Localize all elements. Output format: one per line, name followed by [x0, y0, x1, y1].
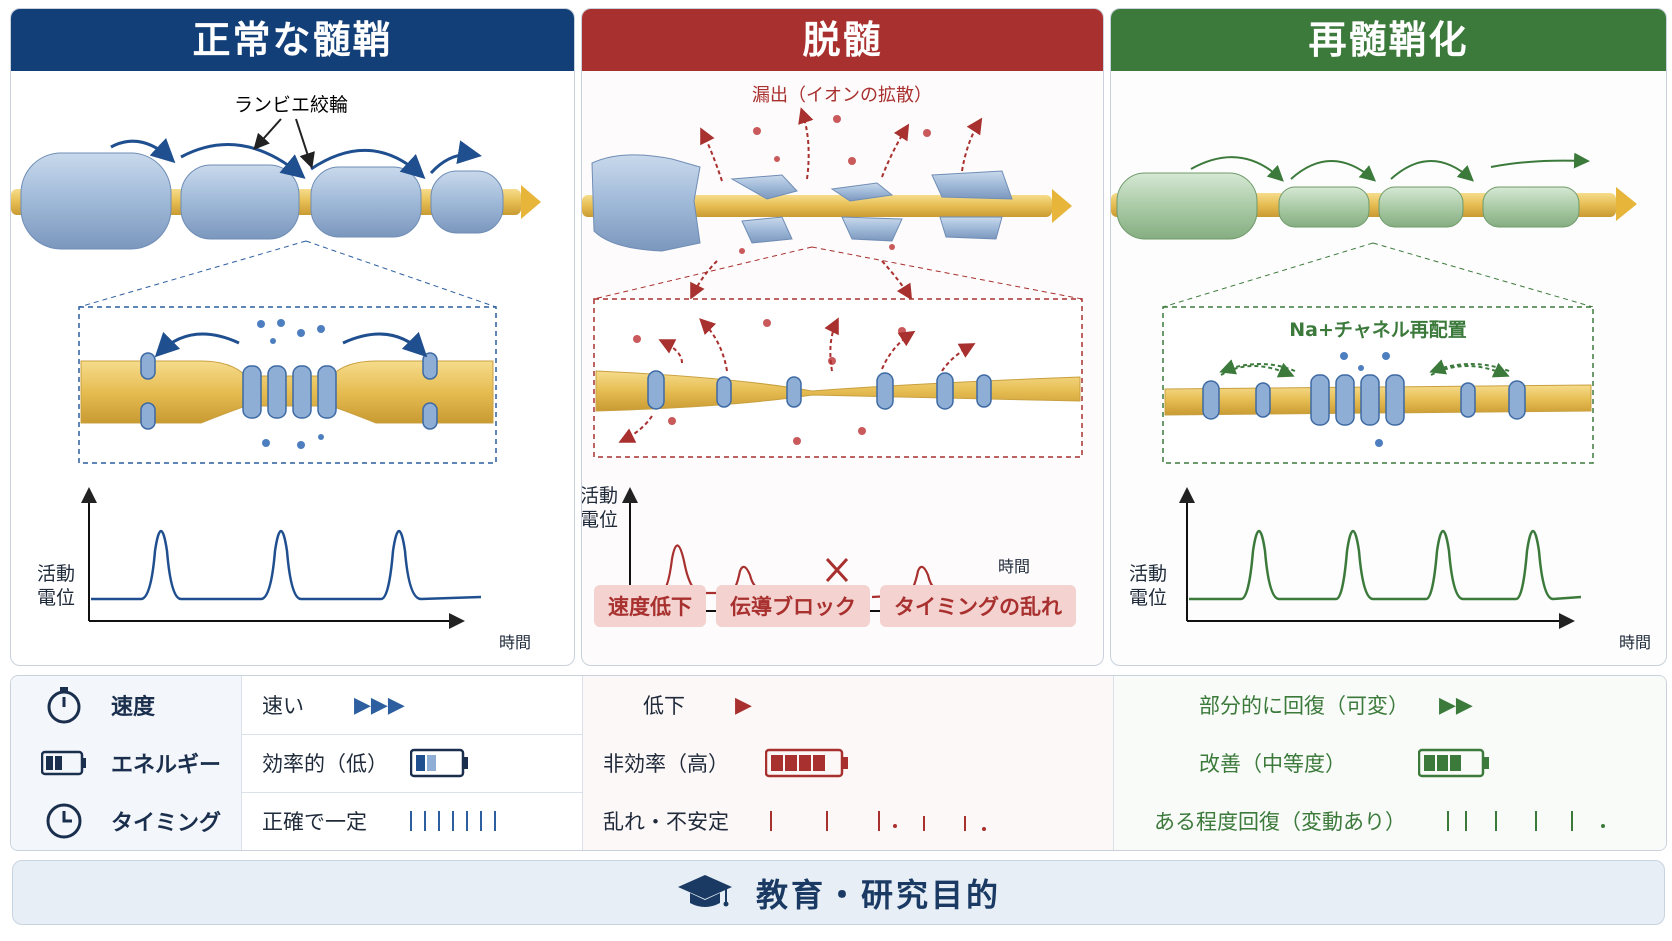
comparison-table: 速度 速い ▶▶▶ 低下 ▶ 部分的に回復（可変） ▶▶ エネルギー 効率的（低…	[10, 675, 1667, 851]
panel-demyelination: 脱髄 漏出（イオンの拡散）	[581, 8, 1104, 666]
demyelination-effect-tags: 速度低下 伝導ブロック タイミングの乱れ	[594, 585, 1076, 627]
panel-normal-myelin: 正常な髄鞘	[10, 8, 575, 666]
node-of-ranvier-label: ランビエ絞輪	[234, 94, 348, 116]
remyelinated-axon	[1111, 172, 1637, 240]
timing-normal: 正確で一定	[262, 810, 367, 834]
tag-timing-disruption: タイミングの乱れ	[880, 585, 1076, 627]
graduation-cap-icon	[676, 871, 734, 915]
y-axis-label-demyelination-1: 活動	[581, 485, 619, 507]
slow-arrow-icon: ▶	[735, 692, 752, 718]
comparison-row-timing: タイミング 正確で一定 乱れ・不安定 ある程度回復（変動あり）	[11, 792, 1666, 850]
battery-low-use-icon	[410, 748, 468, 778]
partially-regular-spike-train-icon	[1447, 811, 1605, 831]
remyelinated-node-detail	[1164, 352, 1592, 447]
energy-demyelination: 非効率（高）	[603, 752, 729, 776]
row-label-speed: 速度	[111, 695, 156, 720]
panel-title-demyelination: 脱髄	[582, 9, 1103, 71]
conduction-block-x-icon	[825, 557, 849, 583]
stopwatch-icon	[41, 682, 87, 728]
regular-spike-train-icon	[410, 811, 496, 831]
action-potential-graph-remyelination	[1179, 487, 1582, 629]
node-detail	[80, 319, 494, 449]
y-axis-label-remyelination-2: 電位	[1129, 587, 1168, 609]
x-axis-label-remyelination: 時間	[1619, 633, 1652, 652]
row-label-timing: タイミング	[111, 811, 222, 836]
battery-medium-use-icon	[1418, 748, 1489, 778]
panel-body-normal: ランビエ絞輪	[11, 71, 574, 665]
battery-icon	[41, 740, 87, 786]
battery-high-use-icon	[765, 748, 848, 778]
medium-arrows-icon: ▶▶	[1439, 692, 1473, 718]
timing-demyelination: 乱れ・不安定	[603, 810, 729, 834]
clock-icon	[41, 798, 87, 844]
energy-remyelination: 改善（中等度）	[1199, 752, 1346, 776]
speed-demyelination: 低下	[643, 694, 685, 718]
fast-arrows-icon: ▶▶▶	[354, 692, 405, 718]
panel-title-normal: 正常な髄鞘	[11, 9, 574, 71]
purpose-label: 教育・研究目的	[755, 875, 1001, 914]
x-axis-label-demyelination: 時間	[998, 557, 1031, 576]
tag-conduction-block: 伝導ブロック	[716, 585, 870, 627]
saltatory-arrows	[110, 137, 482, 180]
panel-body-remyelination: Na+チャネル再配置	[1111, 71, 1666, 665]
y-axis-label-remyelination-1: 活動	[1129, 563, 1168, 585]
comparison-row-speed: 速度 速い ▶▶▶ 低下 ▶ 部分的に回復（可変） ▶▶	[11, 676, 1666, 735]
comparison-row-energy: エネルギー 効率的（低） 非効率（高） 改善（中等度）	[11, 734, 1666, 793]
panel-body-demyelination: 漏出（イオンの拡散）	[582, 71, 1103, 665]
y-axis-label-normal-1: 活動	[37, 563, 76, 585]
tag-speed-reduction: 速度低下	[594, 585, 706, 627]
demyelination-illustration: 漏出（イオンの拡散）	[582, 85, 1083, 619]
speed-remyelination: 部分的に回復（可変）	[1199, 694, 1409, 718]
y-axis-label-normal-2: 電位	[37, 587, 76, 609]
damaged-axon	[582, 154, 1072, 252]
panel-remyelination: 再髄鞘化	[1110, 8, 1667, 666]
y-axis-label-demyelination-2: 電位	[581, 509, 619, 531]
row-label-energy: エネルギー	[111, 753, 222, 778]
timing-remyelination: ある程度回復（変動あり）	[1154, 810, 1406, 834]
channel-redistribution-label: Na+チャネル再配置	[1289, 319, 1466, 341]
irregular-spike-train-icon	[770, 811, 986, 831]
purpose-banner: 教育・研究目的	[12, 860, 1665, 925]
myelinated-axon	[11, 152, 541, 250]
ion-leak-label: 漏出（イオンの拡散）	[752, 85, 932, 106]
damaged-node-detail	[595, 317, 1081, 445]
speed-normal: 速い	[262, 694, 304, 718]
normal-myelin-illustration: ランビエ絞輪	[11, 94, 541, 629]
panel-title-remyelination: 再髄鞘化	[1111, 9, 1666, 71]
x-axis-label-normal: 時間	[499, 633, 532, 652]
action-potential-graph-normal	[81, 487, 482, 629]
energy-normal: 効率的（低）	[262, 752, 388, 776]
remyelination-illustration: Na+チャネル再配置	[1111, 152, 1637, 629]
